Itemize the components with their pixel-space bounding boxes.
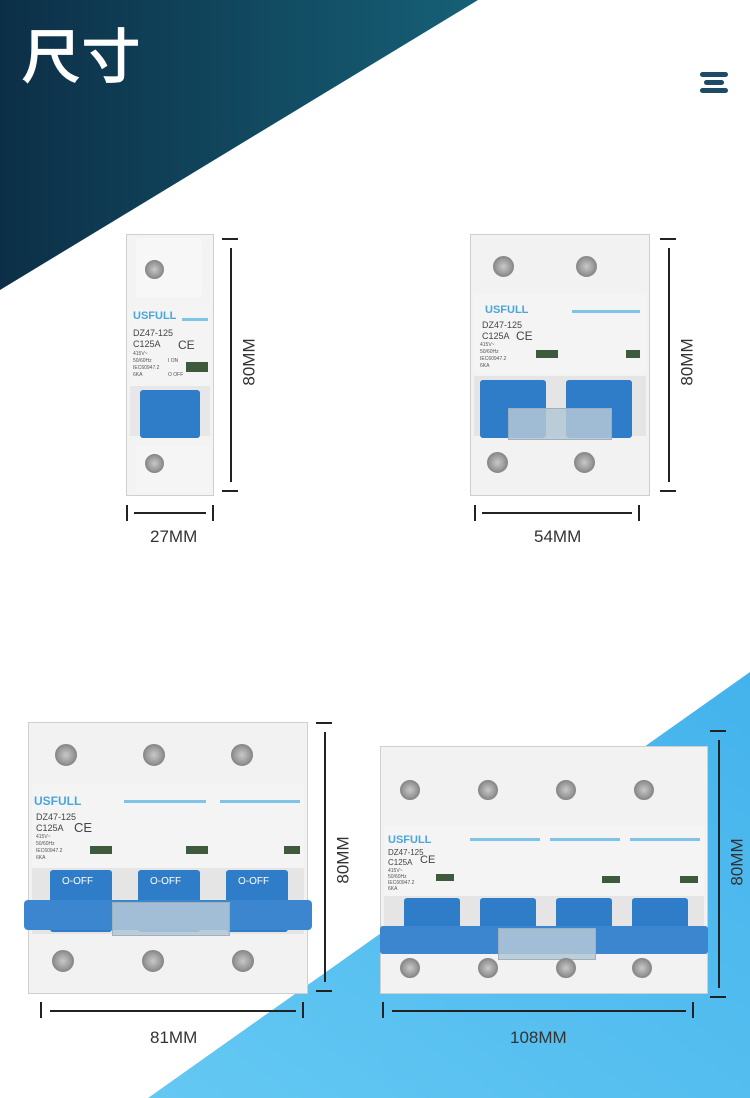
screw-icon: [232, 950, 254, 972]
breaker-1p: USFULL DZ47-125 C125A CE 415V~ 50/60Hz I…: [126, 234, 214, 496]
height-label-3p: 80MM: [333, 836, 353, 884]
voltage-label: 415V~: [36, 834, 51, 840]
standard-label: IEC60947.2: [133, 365, 160, 371]
handle-tie-bar: [498, 928, 596, 960]
screw-icon: [576, 256, 597, 277]
standard-label: IEC60947.2: [480, 356, 507, 362]
brand-label: USFULL: [485, 304, 529, 316]
height-label-1p: 80MM: [239, 338, 259, 386]
height-label-4p: 80MM: [727, 838, 747, 886]
screw-icon: [142, 950, 164, 972]
width-label-4p: 108MM: [510, 1028, 567, 1047]
rating-label: C125A: [482, 331, 510, 341]
voltage-label: 415V~: [480, 342, 495, 348]
handle-tie-bar: [112, 902, 230, 936]
frequency-label: 50/60Hz: [36, 841, 55, 847]
handle-tie-bar: [508, 408, 612, 440]
ce-mark: CE: [516, 329, 533, 343]
off-label: O OFF: [168, 372, 184, 378]
ce-mark: CE: [74, 820, 93, 835]
screw-icon: [52, 950, 74, 972]
width-label-1p: 27MM: [150, 527, 198, 546]
menu-icon[interactable]: [700, 72, 728, 94]
screw-icon: [145, 454, 164, 473]
model-label: DZ47-125: [133, 328, 174, 338]
screw-icon: [487, 452, 508, 473]
breaker-2p: USFULL DZ47-125 C125A CE 415V~ 50/60Hz I…: [470, 234, 650, 496]
capacity-label: 6KA: [480, 363, 490, 369]
width-label-2p: 54MM: [534, 527, 582, 546]
voltage-label: 415V~: [133, 351, 148, 357]
screw-icon: [143, 744, 165, 766]
capacity-label: 6KA: [36, 855, 46, 861]
frequency-label: 50/60Hz: [133, 358, 152, 364]
screw-icon: [145, 260, 164, 279]
brand-label: USFULL: [34, 794, 82, 808]
ce-mark: CE: [420, 854, 436, 866]
screw-icon: [574, 452, 595, 473]
rating-label: C125A: [388, 858, 413, 867]
model-label: DZ47-125: [388, 848, 424, 857]
ce-mark: CE: [178, 338, 195, 352]
screw-icon: [556, 958, 576, 978]
brand-label: USFULL: [133, 310, 177, 322]
frequency-label: 50/60Hz: [388, 874, 407, 880]
capacity-label: 6KA: [388, 886, 398, 892]
screw-icon: [400, 780, 420, 800]
screw-icon: [478, 780, 498, 800]
rating-label: C125A: [133, 339, 161, 349]
screw-icon: [634, 780, 654, 800]
on-label: I ON: [168, 358, 179, 364]
voltage-label: 415V~: [388, 868, 403, 874]
page-title: 尺寸: [22, 23, 143, 91]
screw-icon: [493, 256, 514, 277]
handle-label: O-OFF: [150, 876, 182, 887]
screw-icon: [478, 958, 498, 978]
breaker-3p: USFULL DZ47-125 C125A CE 415V~ 50/60Hz I…: [24, 722, 312, 994]
standard-label: IEC60947.2: [388, 880, 415, 886]
breaker-4p: USFULL DZ47-125 C125A CE 415V~ 50/60Hz I…: [380, 746, 708, 994]
height-label-2p: 80MM: [677, 338, 697, 386]
screw-icon: [556, 780, 576, 800]
screw-icon: [231, 744, 253, 766]
handle-label: O-OFF: [62, 876, 94, 887]
screw-icon: [632, 958, 652, 978]
width-label-3p: 81MM: [150, 1028, 198, 1047]
capacity-label: 6KA: [133, 372, 143, 378]
model-label: DZ47-125: [482, 320, 523, 330]
rating-label: C125A: [36, 823, 64, 833]
header-dark-triangle: [0, 0, 478, 290]
frequency-label: 50/60Hz: [480, 349, 499, 355]
screw-icon: [55, 744, 77, 766]
handle-label: O-OFF: [238, 876, 270, 887]
screw-icon: [400, 958, 420, 978]
standard-label: IEC60947.2: [36, 848, 63, 854]
brand-label: USFULL: [388, 834, 432, 846]
model-label: DZ47-125: [36, 812, 77, 822]
switch-handle[interactable]: [140, 390, 200, 438]
